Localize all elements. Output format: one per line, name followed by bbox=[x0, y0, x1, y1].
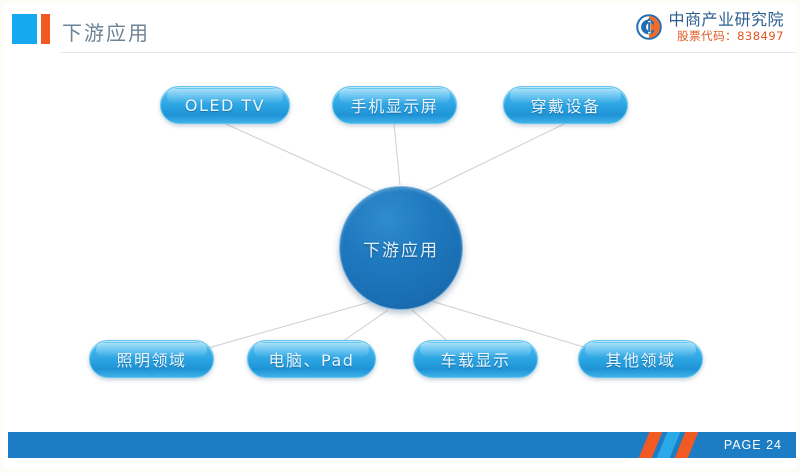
page-title: 下游应用 bbox=[62, 21, 150, 45]
node-label-oled-tv: OLED TV bbox=[184, 95, 266, 115]
node-label-wearable-devices: 穿戴设备 bbox=[530, 97, 601, 116]
brand-name: 中商产业研究院 bbox=[668, 10, 784, 29]
brand-logo-icon bbox=[636, 14, 663, 40]
page-number: PAGE 24 bbox=[723, 438, 782, 452]
node-lighting-field[interactable]: 照明领域 bbox=[89, 340, 214, 378]
downstream-application-diagram: 下游应用 OLED TV 手机显示屏 穿戴设备 照明领域 电脑、Pad 车载显示 bbox=[4, 52, 796, 424]
brand-block: 中商产业研究院 股票代码：838497 bbox=[636, 11, 784, 43]
node-pc-pad[interactable]: 电脑、Pad bbox=[247, 340, 376, 378]
node-label-automotive-display: 车载显示 bbox=[440, 351, 511, 370]
connector-hub-to-wearables bbox=[423, 123, 565, 193]
connector-hub-to-phone-display bbox=[393, 123, 401, 186]
slide-canvas: 下游应用 中商产业研究院 股票代码：838497 bbox=[4, 4, 796, 469]
footer-bar: PAGE 24 bbox=[8, 432, 796, 458]
accent-orange-rect-icon bbox=[41, 14, 50, 44]
brand-text: 中商产业研究院 股票代码：838497 bbox=[668, 11, 784, 43]
node-label-lighting-field: 照明领域 bbox=[116, 351, 187, 370]
node-label-other-fields: 其他领域 bbox=[605, 351, 676, 370]
connector-hub-to-oled-tv bbox=[225, 123, 377, 193]
node-phone-display[interactable]: 手机显示屏 bbox=[332, 86, 457, 124]
node-oled-tv[interactable]: OLED TV bbox=[160, 86, 290, 124]
hub-node-label: 下游应用 bbox=[363, 240, 439, 261]
node-wearable-devices[interactable]: 穿戴设备 bbox=[503, 86, 628, 124]
hub-node-downstream-application[interactable]: 下游应用 bbox=[339, 186, 463, 310]
node-label-phone-display: 手机显示屏 bbox=[350, 97, 439, 116]
header-divider bbox=[60, 52, 796, 53]
accent-blue-rect-icon bbox=[12, 14, 37, 44]
slide-header: 下游应用 中商产业研究院 股票代码：838497 bbox=[4, 4, 796, 53]
node-automotive-display[interactable]: 车载显示 bbox=[413, 340, 538, 378]
node-other-fields[interactable]: 其他领域 bbox=[578, 340, 703, 378]
node-label-pc-pad: 电脑、Pad bbox=[268, 351, 355, 370]
brand-stock-code: 股票代码：838497 bbox=[677, 29, 784, 44]
slide-footer: PAGE 24 bbox=[4, 432, 796, 458]
title-accent-marks bbox=[12, 14, 50, 44]
